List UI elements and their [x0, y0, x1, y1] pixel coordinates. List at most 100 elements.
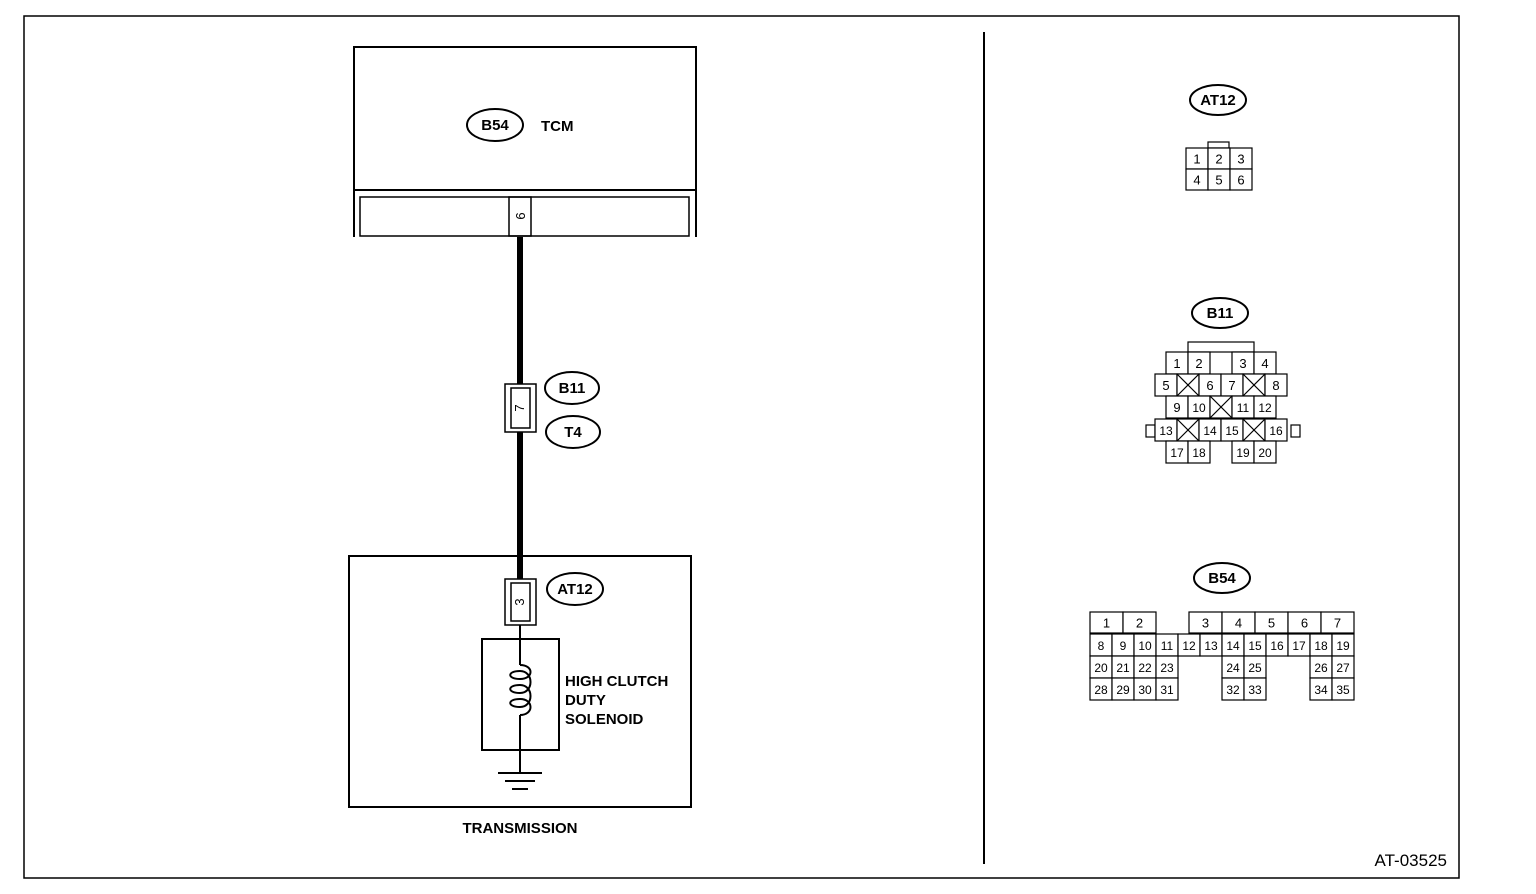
- pin-number: 17: [1170, 446, 1184, 460]
- pin-number: 16: [1270, 639, 1284, 653]
- at12-pin-label: 3: [512, 598, 527, 605]
- pin-number: 9: [1120, 639, 1127, 653]
- solenoid-coil-icon: [509, 664, 532, 716]
- pin-number: 8: [1272, 378, 1279, 393]
- pin-number: 2: [1136, 616, 1143, 631]
- pin-number: 12: [1258, 401, 1272, 415]
- pin-number: 6: [1237, 173, 1244, 188]
- pin-number: 20: [1094, 661, 1108, 675]
- tcm-connector-label: B54: [481, 117, 509, 134]
- pin-number: 26: [1314, 661, 1328, 675]
- transmission-box: 3 AT12 HIGH CLUTCH DUTY SOLENOID: [348, 555, 692, 808]
- pin-cell: [1155, 677, 1179, 701]
- pin-number: 1: [1103, 616, 1110, 631]
- pin-number: 11: [1161, 639, 1174, 653]
- at12-badge: [546, 572, 604, 606]
- joint-connector: 7 B11 T4: [504, 371, 601, 449]
- pin-number: 27: [1336, 661, 1350, 675]
- t4-badge: [545, 415, 601, 449]
- pin-number: 8: [1098, 639, 1105, 653]
- pin-number: 18: [1192, 446, 1206, 460]
- pin-number: 22: [1138, 661, 1152, 675]
- pin-number: 14: [1226, 639, 1240, 653]
- pin-number: 12: [1182, 639, 1196, 653]
- pin-number: 25: [1248, 661, 1262, 675]
- pin-number: 7: [1334, 616, 1341, 631]
- pin-number: 10: [1192, 401, 1206, 415]
- at12-title: AT12: [1200, 92, 1236, 109]
- pin-number: 1: [1193, 152, 1200, 167]
- pin-number: 4: [1193, 173, 1200, 188]
- pin-number: 20: [1258, 446, 1272, 460]
- diagram-code: AT-03525: [1375, 851, 1447, 870]
- pin-number: 2: [1215, 152, 1222, 167]
- joint-pin-label: 7: [512, 404, 527, 411]
- diagram-frame: [23, 15, 1460, 879]
- solenoid-label-line3: SOLENOID: [565, 711, 644, 728]
- pin-number: 15: [1225, 424, 1239, 438]
- pin-number: 3: [1237, 152, 1244, 167]
- pin-number: 33: [1248, 683, 1262, 697]
- pin-number: 16: [1269, 424, 1283, 438]
- pin-number: 6: [1301, 616, 1308, 631]
- solenoid-label-line2: DUTY: [565, 692, 606, 709]
- ground-icon: [498, 772, 542, 790]
- pin-number: 6: [1206, 378, 1213, 393]
- pin-number: 5: [1162, 378, 1169, 393]
- pin-number: 1: [1173, 356, 1180, 371]
- blank-pin-cross: [1209, 395, 1233, 419]
- blank-pin-cross: [1242, 418, 1266, 442]
- pin-number: 10: [1138, 639, 1152, 653]
- pin-number: 18: [1314, 639, 1328, 653]
- pin-cell: [1253, 395, 1277, 419]
- pin-number: 13: [1204, 639, 1218, 653]
- pin-cell: [1331, 677, 1355, 701]
- pin-number: 5: [1268, 616, 1275, 631]
- pin-number: 32: [1226, 683, 1240, 697]
- pin-number: 29: [1116, 683, 1130, 697]
- pin-number: 19: [1336, 639, 1350, 653]
- pin-number: 2: [1195, 356, 1202, 371]
- b11-badge: [544, 371, 600, 405]
- pin-cell: [1187, 440, 1211, 464]
- blank-pin-cross: [1176, 418, 1200, 442]
- tcm-name-label: TCM: [541, 118, 574, 135]
- blank-pin-cross: [1242, 373, 1266, 397]
- pin-number: 23: [1160, 661, 1174, 675]
- at12-badge-label: AT12: [557, 581, 593, 598]
- tcm-pin-box: [508, 196, 532, 237]
- pin-number: 30: [1138, 683, 1152, 697]
- pin-number: 9: [1173, 400, 1180, 415]
- pin-number: 31: [1160, 683, 1174, 697]
- pin-number: 3: [1202, 616, 1209, 631]
- pin-number: 24: [1226, 661, 1240, 675]
- pin-number: 3: [1239, 356, 1246, 371]
- tcm-module: 9 B54 TCM: [353, 46, 697, 237]
- pin-number: 34: [1314, 683, 1328, 697]
- pin-number: 13: [1159, 424, 1173, 438]
- pin-number: 5: [1215, 173, 1222, 188]
- pin-number: 7: [1228, 378, 1235, 393]
- pin-number: 4: [1235, 616, 1242, 631]
- pin-number: 15: [1248, 639, 1262, 653]
- b11-label: B11: [559, 380, 586, 397]
- pin-cell: [1229, 168, 1253, 191]
- solenoid-label-line1: HIGH CLUTCH: [565, 673, 668, 690]
- pin-number: 28: [1094, 683, 1108, 697]
- pin-number: 4: [1261, 356, 1268, 371]
- pin-number: 35: [1336, 683, 1350, 697]
- pin-number: 14: [1203, 424, 1217, 438]
- pin-cell: [1253, 440, 1277, 464]
- transmission-label: TRANSMISSION: [462, 820, 577, 837]
- b54-title: B54: [1208, 570, 1236, 587]
- tcm-connector-badge: [466, 108, 524, 142]
- pin-number: 17: [1292, 639, 1306, 653]
- b11-title: B11: [1207, 305, 1234, 322]
